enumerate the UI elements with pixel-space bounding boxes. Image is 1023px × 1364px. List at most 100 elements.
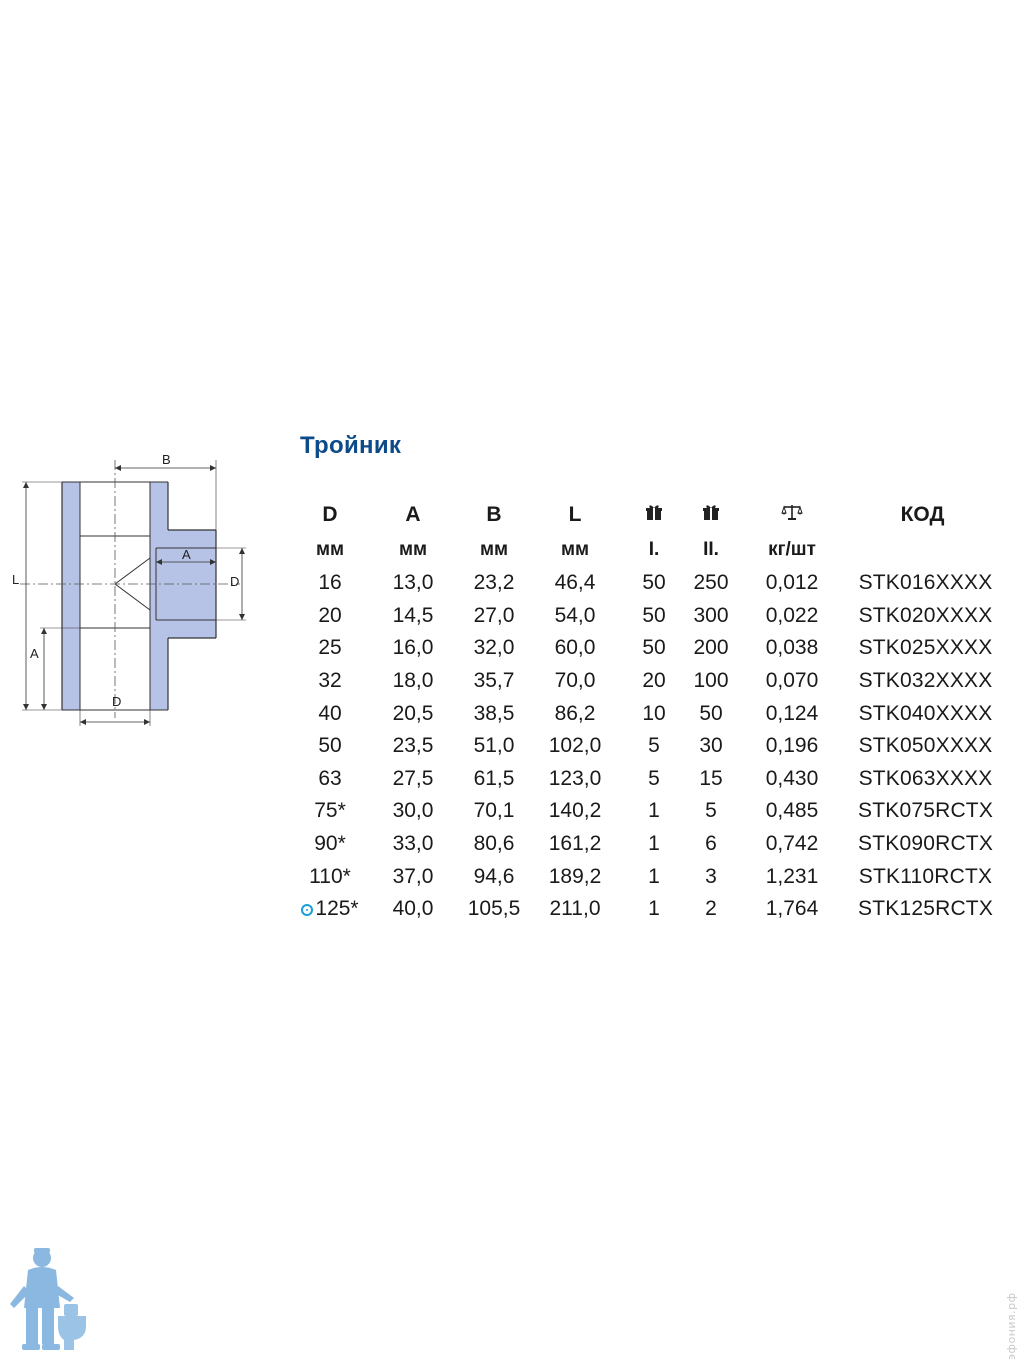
cell-b: 23,2 xyxy=(473,571,515,595)
cell-weight: 0,070 xyxy=(765,669,819,693)
cell-a: 40,0 xyxy=(392,897,434,921)
target-icon xyxy=(301,904,314,917)
cell-pack2: 300 xyxy=(693,603,729,627)
cell-l: 211,0 xyxy=(549,897,601,921)
cell-b: 32,0 xyxy=(473,636,515,660)
cell-b: 35,7 xyxy=(473,669,515,693)
plumber-mascot-logo xyxy=(2,1246,92,1358)
scale-icon xyxy=(781,505,803,520)
cell-pack1: 50 xyxy=(642,571,666,595)
cell-d: 32 xyxy=(318,669,342,693)
tee-body xyxy=(62,482,80,710)
cell-a: 14,5 xyxy=(392,603,434,627)
cell-pack2: 5 xyxy=(705,799,717,823)
cell-d: 16 xyxy=(318,571,342,595)
cell-pack2: 2 xyxy=(705,897,717,921)
table-row: 50 23,5 51,0 102,0 5 30 0,196 STK050XXXX xyxy=(290,730,993,763)
cell-code: STK020XXXX xyxy=(858,603,993,627)
cell-l: 161,2 xyxy=(548,832,602,856)
cell-b: 94,6 xyxy=(473,864,515,888)
cell-l: 140,2 xyxy=(548,799,602,823)
table-row: 32 18,0 35,7 70,0 20 100 0,070 STK032XXX… xyxy=(290,665,993,698)
watermark: эфония.рф xyxy=(1005,1292,1018,1360)
table-row: 40 20,5 38,5 86,2 10 50 0,124 STK040XXXX xyxy=(290,697,993,730)
cell-b: 38,5 xyxy=(473,701,515,725)
table-row: 90* 33,0 80,6 161,2 1 6 0,742 STK090RCTX xyxy=(290,828,993,861)
cell-pack2: 250 xyxy=(693,571,729,595)
cell-a: 27,5 xyxy=(392,766,434,790)
table-row: 110* 37,0 94,6 189,2 1 3 1,231 STK110RCT… xyxy=(290,860,993,893)
cell-a: 18,0 xyxy=(392,669,434,693)
cell-b: 27,0 xyxy=(473,603,515,627)
unit-pack2: II. xyxy=(703,539,719,560)
cell-weight: 0,430 xyxy=(765,766,819,790)
cell-pack2: 3 xyxy=(705,864,717,888)
cell-code: STK063XXXX xyxy=(858,766,993,790)
cell-d: 40 xyxy=(318,701,342,725)
cell-pack1: 5 xyxy=(648,734,660,758)
cell-l: 54,0 xyxy=(554,603,596,627)
cell-pack2: 30 xyxy=(699,734,723,758)
dim-label-a-top: A xyxy=(182,547,191,562)
cell-pack1: 10 xyxy=(642,701,666,725)
table-row: 20 14,5 27,0 54,0 50 300 0,022 STK020XXX… xyxy=(290,600,993,633)
cell-weight: 0,124 xyxy=(765,701,819,725)
dim-label-d-bottom: D xyxy=(112,694,121,709)
header-a: A xyxy=(405,503,421,526)
tee-technical-drawing: B A D L A D xyxy=(0,440,270,730)
tee-body-right xyxy=(150,482,216,710)
dim-label-d-side: D xyxy=(230,574,239,589)
cell-d: 110* xyxy=(309,864,351,888)
unit-d: мм xyxy=(315,539,345,560)
unit-a: мм xyxy=(398,539,428,560)
cell-weight: 0,196 xyxy=(765,734,819,758)
dim-label-a-side: A xyxy=(30,646,39,661)
cell-code: STK040XXXX xyxy=(858,701,993,725)
cell-b: 70,1 xyxy=(473,799,515,823)
cell-d-value: 125* xyxy=(315,897,359,921)
header-pack2 xyxy=(690,497,732,533)
cell-pack1: 50 xyxy=(642,603,666,627)
table-row: 16 13,0 23,2 46,4 50 250 0,012 STK016XXX… xyxy=(290,567,993,600)
cell-pack2: 50 xyxy=(699,701,723,725)
cell-a: 16,0 xyxy=(392,636,434,660)
cell-b: 61,5 xyxy=(473,766,515,790)
header-b: B xyxy=(486,503,502,526)
cell-l: 123,0 xyxy=(548,766,602,790)
table-row: 25 16,0 32,0 60,0 50 200 0,038 STK025XXX… xyxy=(290,632,993,665)
cell-pack1: 20 xyxy=(642,669,666,693)
cell-code: STK032XXXX xyxy=(858,669,993,693)
cell-a: 37,0 xyxy=(392,864,434,888)
unit-weight: кг/шт xyxy=(768,539,816,560)
cell-d: 63 xyxy=(318,766,342,790)
cell-pack2: 100 xyxy=(693,669,729,693)
header-code: КОД xyxy=(900,503,945,526)
unit-b: мм xyxy=(479,539,509,560)
dim-label-l: L xyxy=(12,572,19,587)
cell-pack1: 1 xyxy=(648,799,660,823)
spec-table: D A B L xyxy=(290,497,993,926)
unit-l: мм xyxy=(560,539,590,560)
cell-pack2: 15 xyxy=(699,766,723,790)
cell-l: 46,4 xyxy=(554,571,596,595)
cell-weight: 0,022 xyxy=(765,603,819,627)
cell-l: 86,2 xyxy=(554,701,596,725)
cell-a: 33,0 xyxy=(392,832,434,856)
cell-code: STK110RCTX xyxy=(858,864,993,888)
cell-d: 75* xyxy=(314,799,346,823)
cell-a: 30,0 xyxy=(392,799,434,823)
cell-pack1: 5 xyxy=(648,766,660,790)
cell-b: 80,6 xyxy=(473,832,515,856)
cell-d: 90* xyxy=(314,832,346,856)
cell-pack1: 1 xyxy=(648,897,660,921)
cell-code: STK075RCTX xyxy=(858,799,994,823)
cell-pack2: 6 xyxy=(705,832,717,856)
cell-d: 50 xyxy=(318,734,342,758)
cell-b: 51,0 xyxy=(473,734,515,758)
package-icon xyxy=(646,505,662,520)
cell-weight: 1,764 xyxy=(765,897,819,921)
cell-l: 102,0 xyxy=(548,734,602,758)
header-l: L xyxy=(568,503,582,526)
header-d: D xyxy=(322,503,338,526)
cell-code: STK050XXXX xyxy=(858,734,993,758)
